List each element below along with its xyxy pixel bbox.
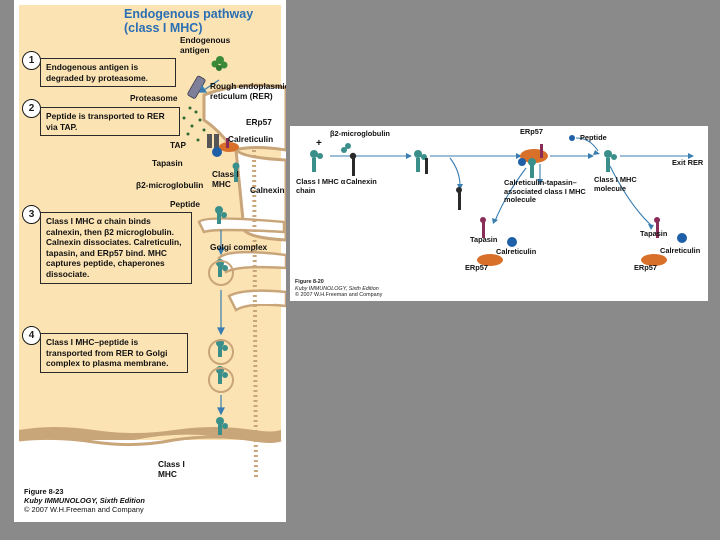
label-calnexin-r: Calnexin: [346, 177, 377, 186]
left-figure-panel: Endogenous pathway (class I MHC) 1 Endog…: [14, 0, 286, 522]
label-calnexin: Calnexin: [250, 185, 285, 195]
label-peptide: Peptide: [170, 199, 200, 209]
transport-vesicles: [208, 260, 234, 393]
label-peptide-r: Peptide: [580, 133, 607, 142]
mhc-assembly-diagram: [310, 135, 694, 266]
title-line-1: Endogenous pathway: [124, 7, 254, 21]
step-2-number: 2: [22, 99, 41, 118]
label-erp57: ERp57: [246, 117, 272, 127]
mhc-molecules: [215, 162, 240, 435]
class1-mhc-molecule-icon: [604, 150, 617, 172]
label-erp57-right: ERp57: [634, 263, 658, 272]
step-1-box: Endogenous antigen is degraded by protea…: [40, 58, 176, 88]
diagram-title: Endogenous pathway (class I MHC): [124, 7, 253, 35]
white-mark: [252, 296, 274, 304]
peptide-loading-complex-icon: [518, 144, 548, 178]
released-chaperones-left-icon: [477, 217, 517, 266]
caption-book: Kuby IMMUNOLOGY, Sixth Edition: [24, 496, 145, 505]
label-class1-alpha-chain: Class I MHC α chain: [296, 177, 346, 195]
caption-copyright: © 2007 W.H.Freeman and Company: [24, 505, 144, 514]
peptide-fragments-icon: [182, 106, 206, 142]
label-tapasin-right: Tapasin: [640, 229, 668, 238]
transport-arrows: [199, 79, 225, 416]
label-class1-mhc-surface: Class I MHC: [158, 459, 185, 479]
golgi-cisterna-1: [197, 217, 286, 234]
plasma-membrane: [19, 427, 281, 443]
label-b2-microglobulin: β2-microglobulin: [136, 180, 204, 190]
label-erp57-left: ERp57: [465, 263, 489, 272]
step-1-number: 1: [22, 51, 41, 70]
right-figure-caption: Figure 8-20 Kuby IMMUNOLOGY, Sixth Editi…: [295, 279, 382, 299]
label-calreticulin-left: Calreticulin: [496, 247, 537, 256]
calnexin-icon: [349, 152, 357, 176]
chaperone-complex-icon: [212, 138, 239, 157]
label-class1-mhc-molecule: Class I MHC molecule: [594, 175, 637, 193]
label-tapasin: Tapasin: [152, 158, 183, 168]
left-figure-caption: Figure 8-23 Kuby IMMUNOLOGY, Sixth Editi…: [24, 487, 145, 514]
label-tap: TAP: [170, 140, 186, 150]
title-line-2: (class I MHC): [124, 21, 203, 35]
caption-copyright-r: © 2007 W.H.Freeman and Company: [295, 292, 383, 299]
calnexin-released-icon: [456, 187, 462, 210]
label-exit-rer: Exit RER: [672, 158, 704, 167]
b2m-icon: [341, 143, 351, 153]
caption-figure-number-r: Figure 8-20: [295, 279, 324, 285]
golgi-cisterna-2: [217, 250, 286, 274]
label-b2-microglobulin-r: β2-microglobulin: [330, 129, 390, 138]
released-chaperones-right-icon: [641, 217, 687, 266]
step-3-number: 3: [22, 205, 41, 224]
rer-membrane-top: [202, 83, 286, 152]
label-calreticulin-right: Calreticulin: [660, 246, 701, 255]
label-endogenous-antigen: Endogenous antigen: [180, 35, 231, 55]
class1-alpha-chain-icon: [310, 150, 323, 172]
peptide-icon: [569, 135, 575, 141]
label-proteasome: Proteasome: [130, 93, 178, 103]
extracellular-space: [19, 440, 281, 483]
antigen-icon: [211, 56, 228, 71]
alpha-calnexin-complex-icon: [414, 150, 428, 174]
label-tapasin-left: Tapasin: [470, 235, 498, 244]
step-2-box: Peptide is transported to RER via TAP.: [40, 107, 180, 137]
step-4-box: Class I MHC–peptide is transported from …: [40, 333, 188, 373]
caption-book-r: Kuby IMMUNOLOGY, Sixth Edition: [295, 285, 379, 292]
tap-transporter-icon: [207, 134, 219, 148]
label-golgi-complex: Golgi complex: [210, 242, 268, 252]
label-rer: Rough endoplasmic reticulum (RER): [210, 81, 286, 101]
flow-arrows: [330, 137, 690, 227]
rer-lumen: [234, 145, 286, 242]
arrow-heads: [406, 150, 694, 230]
label-calreticulin-tapasin-complex: Calreticulin-tapasin–associated class I …: [504, 178, 586, 205]
label-calreticulin: Calreticulin: [228, 134, 274, 144]
label-erp57-top: ERp57: [520, 127, 544, 136]
caption-figure-number: Figure 8-23: [24, 487, 64, 496]
step-3-box: Class I MHC α chain binds calnexin, then…: [40, 212, 192, 284]
label-class1-mhc: Class I MHC: [212, 169, 239, 189]
right-figure-panel: β2-microglobulin + ERp57 Peptide Class I…: [290, 126, 708, 301]
label-plus: +: [316, 138, 322, 149]
step-4-number: 4: [22, 326, 41, 345]
